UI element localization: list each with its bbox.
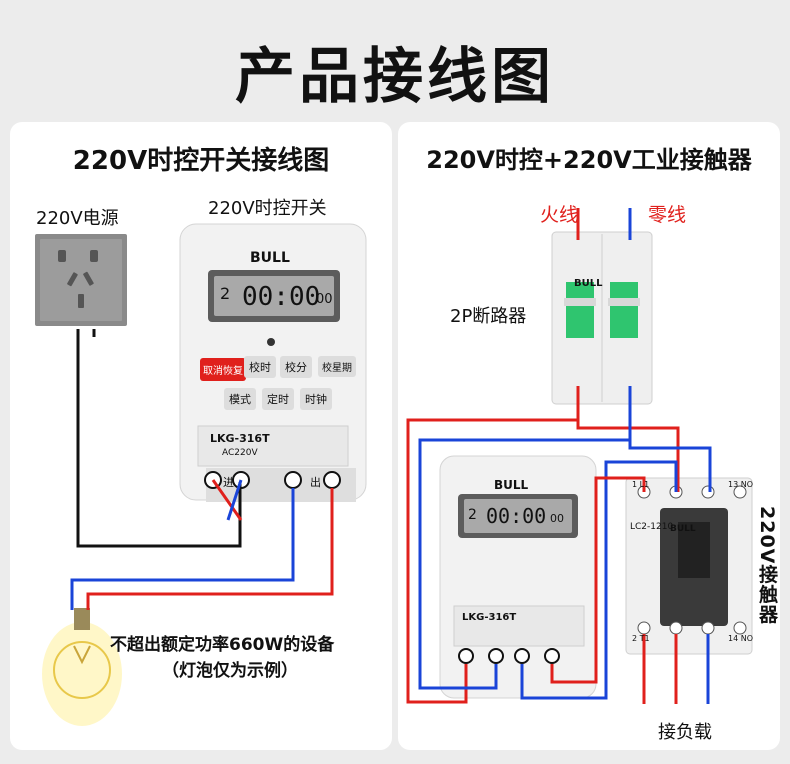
timer-switch-label: 220V时控开关 [208,198,327,219]
right-wiring-svg [406,208,753,704]
small-device-brand: BULL [494,478,529,492]
btn-clock[interactable]: 时钟 [300,388,332,410]
load-note-line1: 不超出额定功率660W的设备 [110,635,335,655]
display-seconds: 00 [316,292,333,307]
load-note-line2: （灯泡仅为示例） [162,661,298,681]
btn-cancel[interactable]: 取消恢复 [200,358,246,381]
left-wires [70,329,334,610]
btn-timer[interactable]: 定时 [262,388,294,410]
contactor-b14: 14 NO [728,634,754,643]
btn-week[interactable]: 校星期 [318,356,356,377]
contactor-label: 220V接触器 [756,506,778,625]
left-panel-heading: 220V时控开关接线图 [72,146,330,176]
light-bulb [42,608,122,726]
contactor-t13: 13 NO [728,480,754,489]
device-brand: BULL [250,250,290,266]
contactor-device [625,477,753,655]
right-panel-heading: 220V时控+220V工业接触器 [426,146,752,174]
device-voltage: AC220V [222,448,258,458]
contactor-t1: 1 L1 [632,480,650,489]
display-time: 00:00 [242,282,321,312]
display-digit: 2 [220,284,231,303]
small-display-seconds: 00 [550,512,564,525]
contactor-brand: BULL [670,524,696,534]
small-display-time: 00:00 [486,504,547,528]
small-display-digit: 2 [468,507,477,523]
breaker-2p [551,231,653,405]
breaker-label: 2P断路器 [450,306,527,327]
load-connect-label: 接负载 [658,722,712,743]
btn-time[interactable]: 校时 [244,356,276,378]
timer-switch-device-small [439,455,597,699]
left-panel: 220V时控开关接线图 220V电源 220V时控开关 [10,122,392,750]
btn-mode[interactable]: 模式 [224,388,256,410]
device-model: LKG-316T [210,432,270,445]
page-title: 产品接线图 [235,42,555,112]
contactor-model: LC2-1210 [630,522,674,532]
live-wire-label: 火线 [540,204,579,226]
small-device-model: LKG-316T [462,612,517,623]
power-source-label: 220V电源 [36,208,119,229]
terminal-in-label: 进 [223,476,234,489]
btn-minute[interactable]: 校分 [280,356,312,378]
breaker-brand: BULL [574,278,603,289]
right-wires [406,208,712,704]
neutral-wire-label: 零线 [648,204,687,226]
terminal-out-label: 出 [310,476,321,489]
right-panel: 220V时控+220V工业接触器 [398,122,780,750]
contactor-b2: 2 T1 [632,634,650,643]
wall-socket [35,234,127,326]
